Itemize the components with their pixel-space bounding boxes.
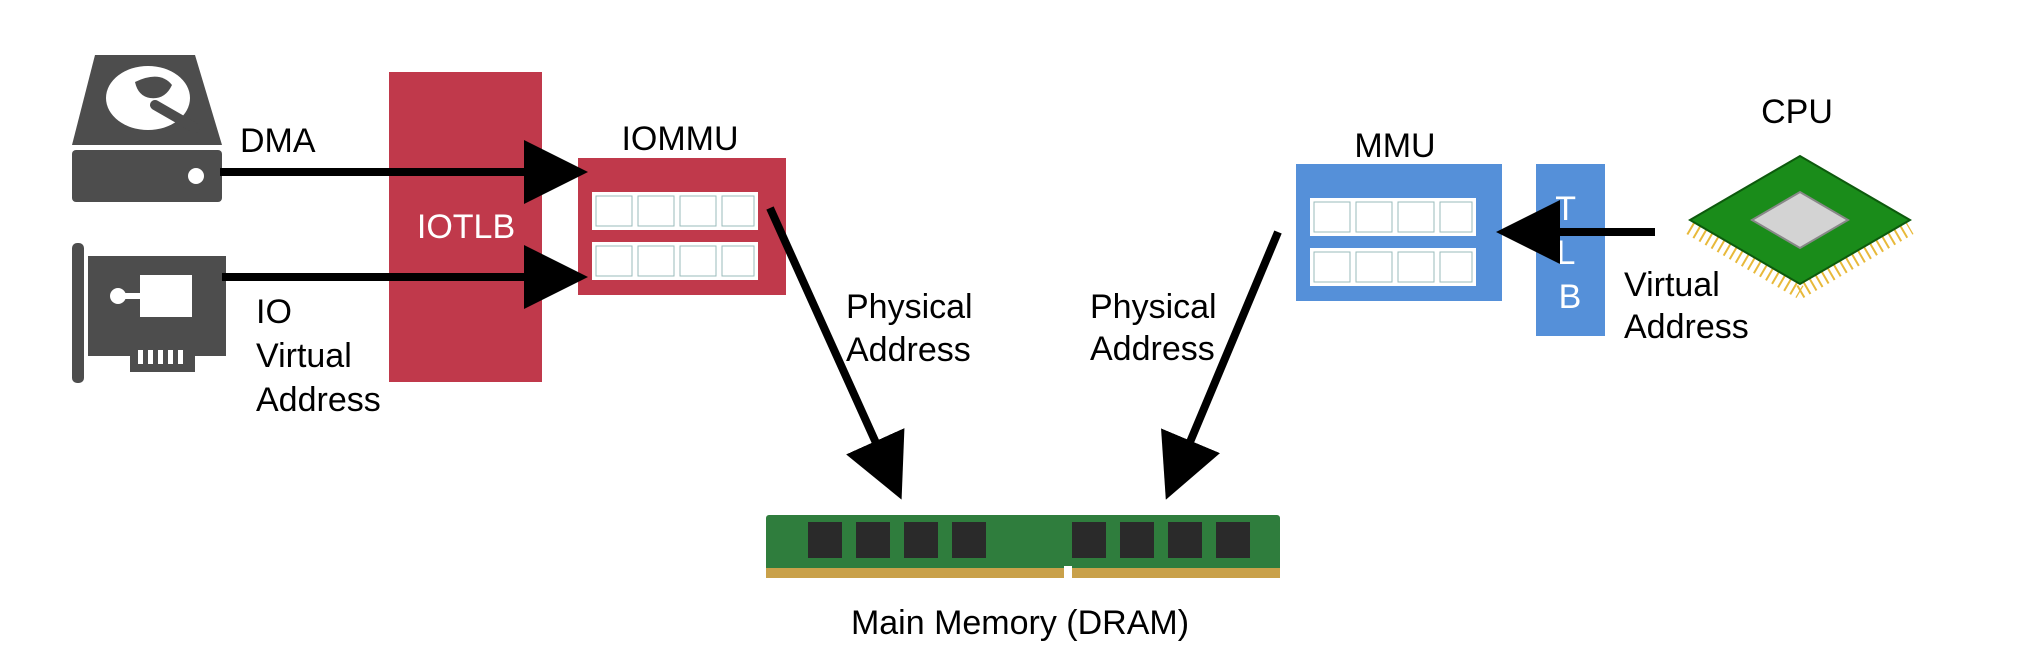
iotlb-label: IOTLB <box>417 208 515 246</box>
iommu-page-table-icon <box>592 192 758 280</box>
iommu-label: IOMMU <box>621 120 738 158</box>
mmu-label: MMU <box>1354 127 1435 165</box>
main-memory-label: Main Memory (DRAM) <box>851 604 1189 642</box>
cpu-chip-icon <box>1686 154 1914 299</box>
dma-label: DMA <box>240 122 316 160</box>
physical-address-right-label: Physical Address <box>1090 288 1226 368</box>
iommu-physical-address-arrow <box>766 206 905 500</box>
iotlb-block <box>389 72 542 382</box>
physical-address-left-label: Physical Address <box>846 288 982 369</box>
virtual-address-label: Virtual Address <box>1624 266 1749 346</box>
tlb-label: T L B <box>1555 190 1585 316</box>
cpu-label: CPU <box>1761 93 1833 131</box>
hard-drive-icon <box>72 55 222 202</box>
network-card-icon <box>72 243 226 383</box>
dram-module-icon <box>766 515 1280 580</box>
mmu-physical-address-arrow <box>1161 230 1282 500</box>
mmu-page-table-icon <box>1310 198 1476 286</box>
io-virtual-address-label: IO Virtual Address <box>256 293 381 419</box>
